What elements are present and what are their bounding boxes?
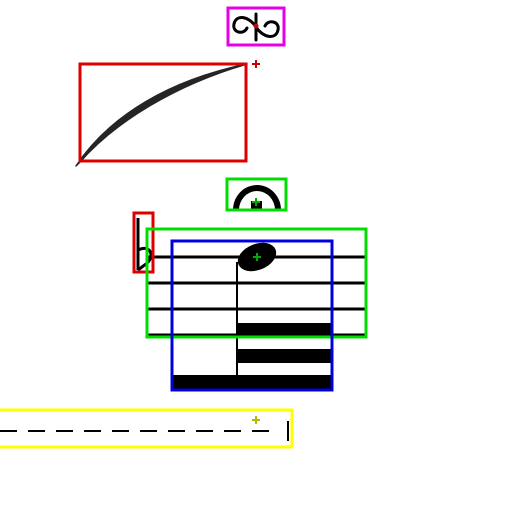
turn-right-loop xyxy=(254,20,280,38)
note-group-box[interactable] xyxy=(170,239,334,392)
annotation-boxes xyxy=(0,6,368,449)
beam-icon xyxy=(173,323,332,389)
beam-1 xyxy=(237,323,332,335)
flat-accidental-icon xyxy=(136,218,153,272)
notehead-marker xyxy=(253,253,261,261)
fermata-icon xyxy=(233,185,281,210)
ottava-marker xyxy=(252,416,260,424)
turn-left-loop xyxy=(232,16,258,34)
fermata-marker xyxy=(252,198,260,206)
flat-bowl xyxy=(137,247,153,272)
flat-box[interactable] xyxy=(132,211,155,274)
beam-2 xyxy=(237,349,332,363)
turn-marker xyxy=(253,23,259,29)
slur-box[interactable] xyxy=(78,62,248,163)
fermata-box[interactable] xyxy=(225,177,288,212)
beam-3 xyxy=(173,375,332,389)
turn-box[interactable] xyxy=(226,6,286,47)
fermata-arc xyxy=(233,185,281,210)
staff-region-box[interactable] xyxy=(145,227,368,339)
slur-marker xyxy=(252,60,260,68)
slur-curve-icon xyxy=(75,63,248,167)
dashed-line-icon xyxy=(0,421,289,441)
annotation-markers xyxy=(252,23,261,424)
ottava-line-box[interactable] xyxy=(0,408,294,449)
